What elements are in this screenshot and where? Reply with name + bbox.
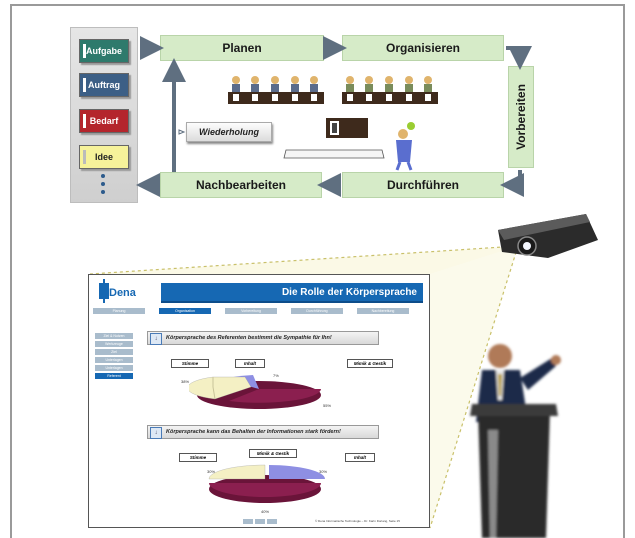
pie1-pct-stimme: 38% xyxy=(181,379,190,384)
step-nachbearbeiten-label: Nachbearbeiten xyxy=(195,178,287,192)
pie1-label-stimme: Stimme xyxy=(171,359,209,368)
step-organisieren: Organisieren xyxy=(342,35,504,61)
slide-question-1: ↓ Körpersprache des Referenten bestimmt d… xyxy=(147,331,379,345)
slide-title: Die Rolle der Körpersprache xyxy=(161,283,423,301)
task-aufgabe: Aufgabe xyxy=(79,39,129,63)
task-auftrag: Auftrag xyxy=(79,73,129,97)
arrow-down-icon: ↓ xyxy=(150,427,162,439)
repetition-button: Wiederholung xyxy=(186,122,272,142)
slide-side-item: Unterlagen xyxy=(95,357,133,363)
projection-beam xyxy=(90,246,518,274)
slide-side-item: Ziel xyxy=(95,349,133,355)
slide-home-button xyxy=(255,519,265,524)
pie2-slice-stimme xyxy=(208,464,266,480)
pie1-label-inhalt: Inhalt xyxy=(235,359,265,368)
pie2-pct-inhalt: 30% xyxy=(319,469,328,474)
slide-nav-nachbereitung: Nachbereitung xyxy=(357,308,409,314)
pie1-slice-stimme xyxy=(189,376,252,400)
pie1-label-mimik: Mimik & Gestik xyxy=(347,359,393,368)
slide-logo: Dena xyxy=(109,287,136,299)
task-idee: Idee xyxy=(79,145,129,169)
projected-slide: Dena Die Rolle der Körpersprache Planung… xyxy=(88,274,430,528)
slide-side-item: Ziel & Nutzen xyxy=(95,333,133,339)
slide-nav-vorbereitung: Vorbereitung xyxy=(225,308,277,314)
slide-nav-planung: Planung xyxy=(93,308,145,314)
slide-side-item: Unterlagen xyxy=(95,365,133,371)
ellipsis-dot xyxy=(101,174,105,178)
ellipsis-dot xyxy=(101,190,105,194)
pie1-slice-mimik xyxy=(229,389,321,403)
repetition-label: Wiederholung xyxy=(199,127,259,137)
arrow-to-vorbereiten xyxy=(506,46,532,70)
pie-chart-sympathie xyxy=(189,375,321,409)
pie2-label-mimik: Mimik & Gestik xyxy=(249,449,297,458)
step-planen-label: Planen xyxy=(222,41,262,55)
pie2-pct-mimik: 40% xyxy=(261,509,270,514)
task-auftrag-label: Auftrag xyxy=(88,80,120,90)
slide-side-item-active: Referent xyxy=(95,373,133,379)
slide-prev-button xyxy=(243,519,253,524)
arrow-to-durchfuehren xyxy=(500,170,524,197)
slide-question-2: ↓ Körpersprache kann das Behalten der Inf… xyxy=(147,425,379,439)
step-durchfuehren-label: Durchführen xyxy=(387,178,459,192)
arrow-down-icon: ↓ xyxy=(150,333,162,345)
slide-nav-durchfuehrung: Durchführung xyxy=(291,308,343,314)
lectern-icon xyxy=(283,118,385,159)
pie2-slice-mimik xyxy=(209,483,321,497)
step-planen: Planen xyxy=(160,35,324,61)
task-aufgabe-label: Aufgabe xyxy=(86,46,122,56)
slide-next-button xyxy=(267,519,277,524)
pie2-label-stimme: Stimme xyxy=(179,453,217,462)
audience-group-right xyxy=(342,76,438,104)
task-bedarf-label: Bedarf xyxy=(89,116,119,126)
pie2-slice-inhalt xyxy=(269,465,325,479)
slide-question-2-text: Körpersprache kann das Behalten der Info… xyxy=(166,429,341,435)
audience-group-left xyxy=(228,76,324,104)
pie-chart-behalten xyxy=(208,464,325,503)
step-vorbereiten: Vorbereiten xyxy=(508,66,534,168)
pie1-pct-mimik: 55% xyxy=(323,403,332,408)
pie1-pct-inhalt: 7% xyxy=(273,373,279,378)
pie2-pct-stimme: 30% xyxy=(207,469,216,474)
step-durchfuehren: Durchführen xyxy=(342,172,504,198)
slide-nav-organisation: Organisation xyxy=(159,308,211,314)
ellipsis-dot xyxy=(101,182,105,186)
speaker-photo xyxy=(470,344,561,538)
task-input-panel: Aufgabe Auftrag Bedarf Idee xyxy=(70,27,138,203)
task-bedarf: Bedarf xyxy=(79,109,129,133)
slide-side-item: Werkzeuge xyxy=(95,341,133,347)
slide-question-1-text: Körpersprache des Referenten bestimmt di… xyxy=(166,335,332,341)
task-idee-label: Idee xyxy=(94,152,113,162)
step-nachbearbeiten: Nachbearbeiten xyxy=(160,172,322,198)
slide-footer: © Dena Informatische Technologie – Dr. K… xyxy=(315,519,400,523)
pie2-label-inhalt: Inhalt xyxy=(345,453,375,462)
step-organisieren-label: Organisieren xyxy=(385,41,461,55)
projector-icon xyxy=(498,214,598,258)
presenter-figure-icon xyxy=(395,122,415,171)
